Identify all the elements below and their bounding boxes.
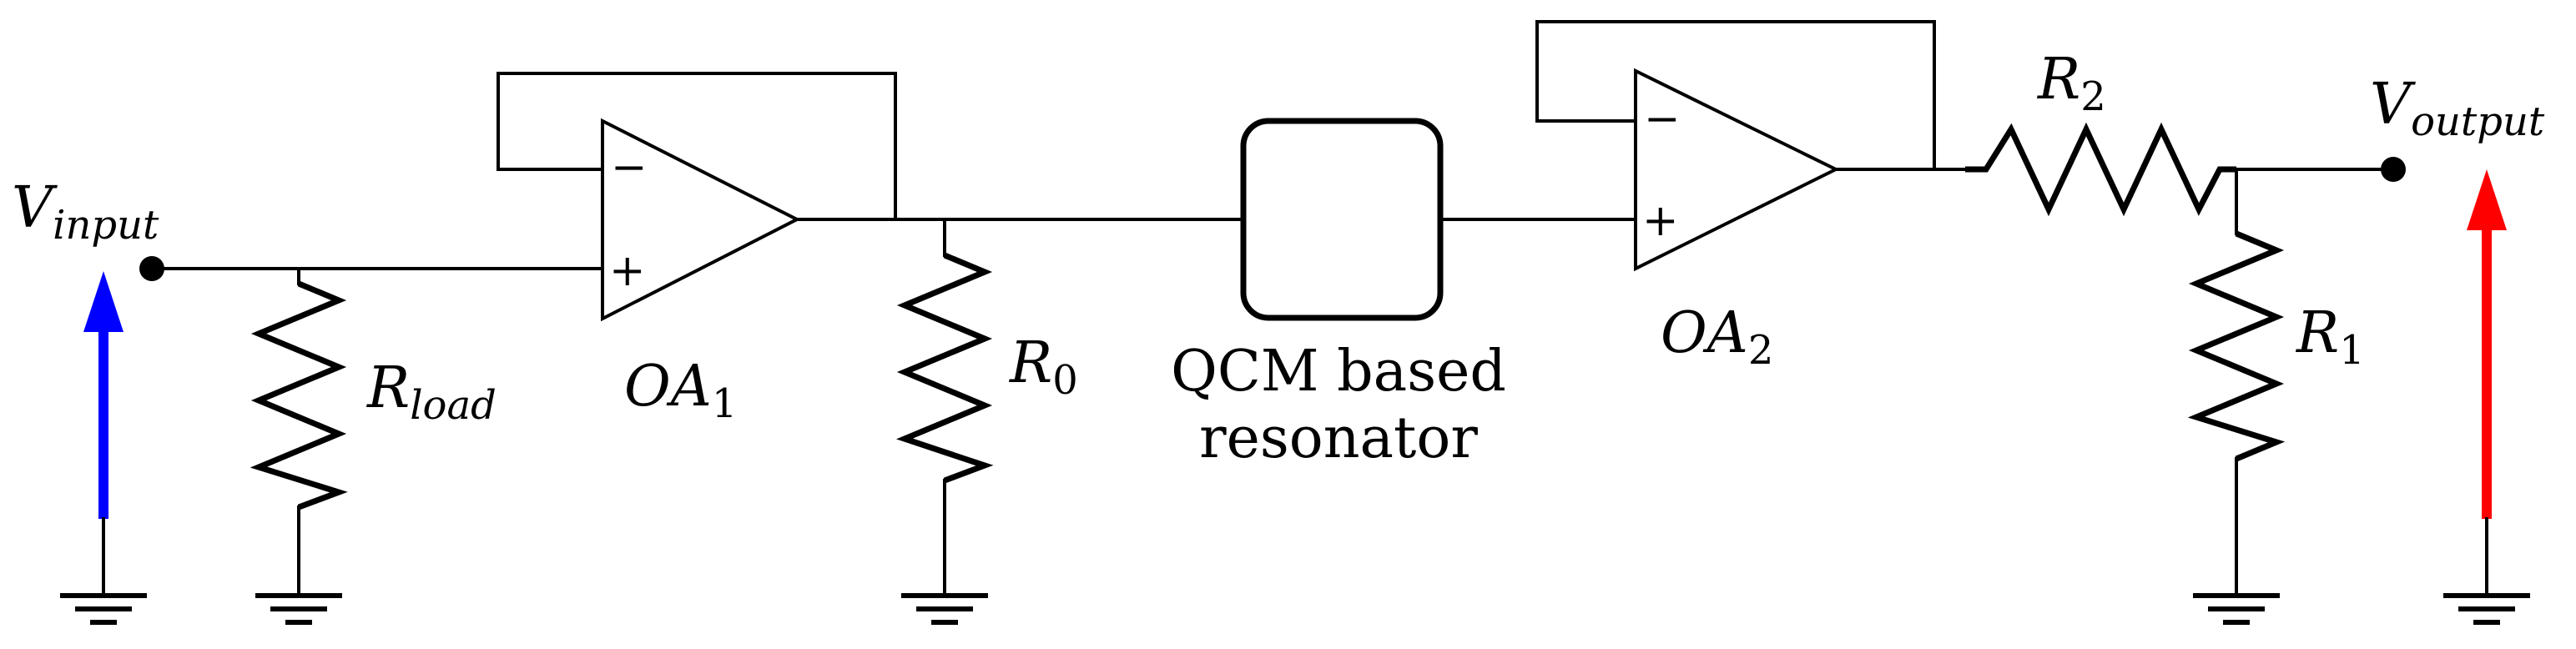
ground-input-icon [60,593,147,625]
v-input-label: Vinput [12,175,159,249]
r0-label: R0 [1008,330,1078,404]
op-amp-1: − + [497,72,1245,322]
oa2-plus-sign: + [1642,196,1679,246]
oa2-triangle [1634,68,1840,272]
r1-resistor [2187,168,2286,596]
output-terminal-dot [2381,157,2406,182]
input-terminal-dot [139,256,164,281]
op-amp-2: − + [1535,20,1967,272]
oa1-minus-sign: − [611,143,648,193]
r2-label: R2 [2036,47,2106,120]
r-load-label: Rload [365,355,497,429]
output-arrow-head [2467,169,2507,230]
ground-rload-icon [255,593,342,625]
qcm-resonator [1240,118,1637,321]
oa1-plus-sign: + [609,246,646,296]
r2-resistor [1965,122,2406,217]
output-arrow [2467,169,2507,596]
qcm-label-line1: QCM based [1171,339,1506,405]
input-node [139,256,604,281]
oa2-label: OA2 [1661,300,1773,374]
r-load-resistor [250,267,348,596]
r1-label: R1 [2295,300,2365,374]
input-arrow-head [83,271,124,332]
oa2-minus-sign: − [1644,94,1681,144]
v-output-label: Voutput [2370,72,2545,145]
ground-r0-icon [901,593,988,625]
ground-symbols [60,593,2530,625]
oa1-triangle [601,118,801,322]
r0-resistor [896,218,994,596]
oa1-label: OA1 [624,354,737,427]
ground-output-icon [2443,593,2530,625]
input-arrow [83,271,124,596]
qcm-label-line2: resonator [1199,405,1478,471]
ground-r1-icon [2193,593,2280,625]
